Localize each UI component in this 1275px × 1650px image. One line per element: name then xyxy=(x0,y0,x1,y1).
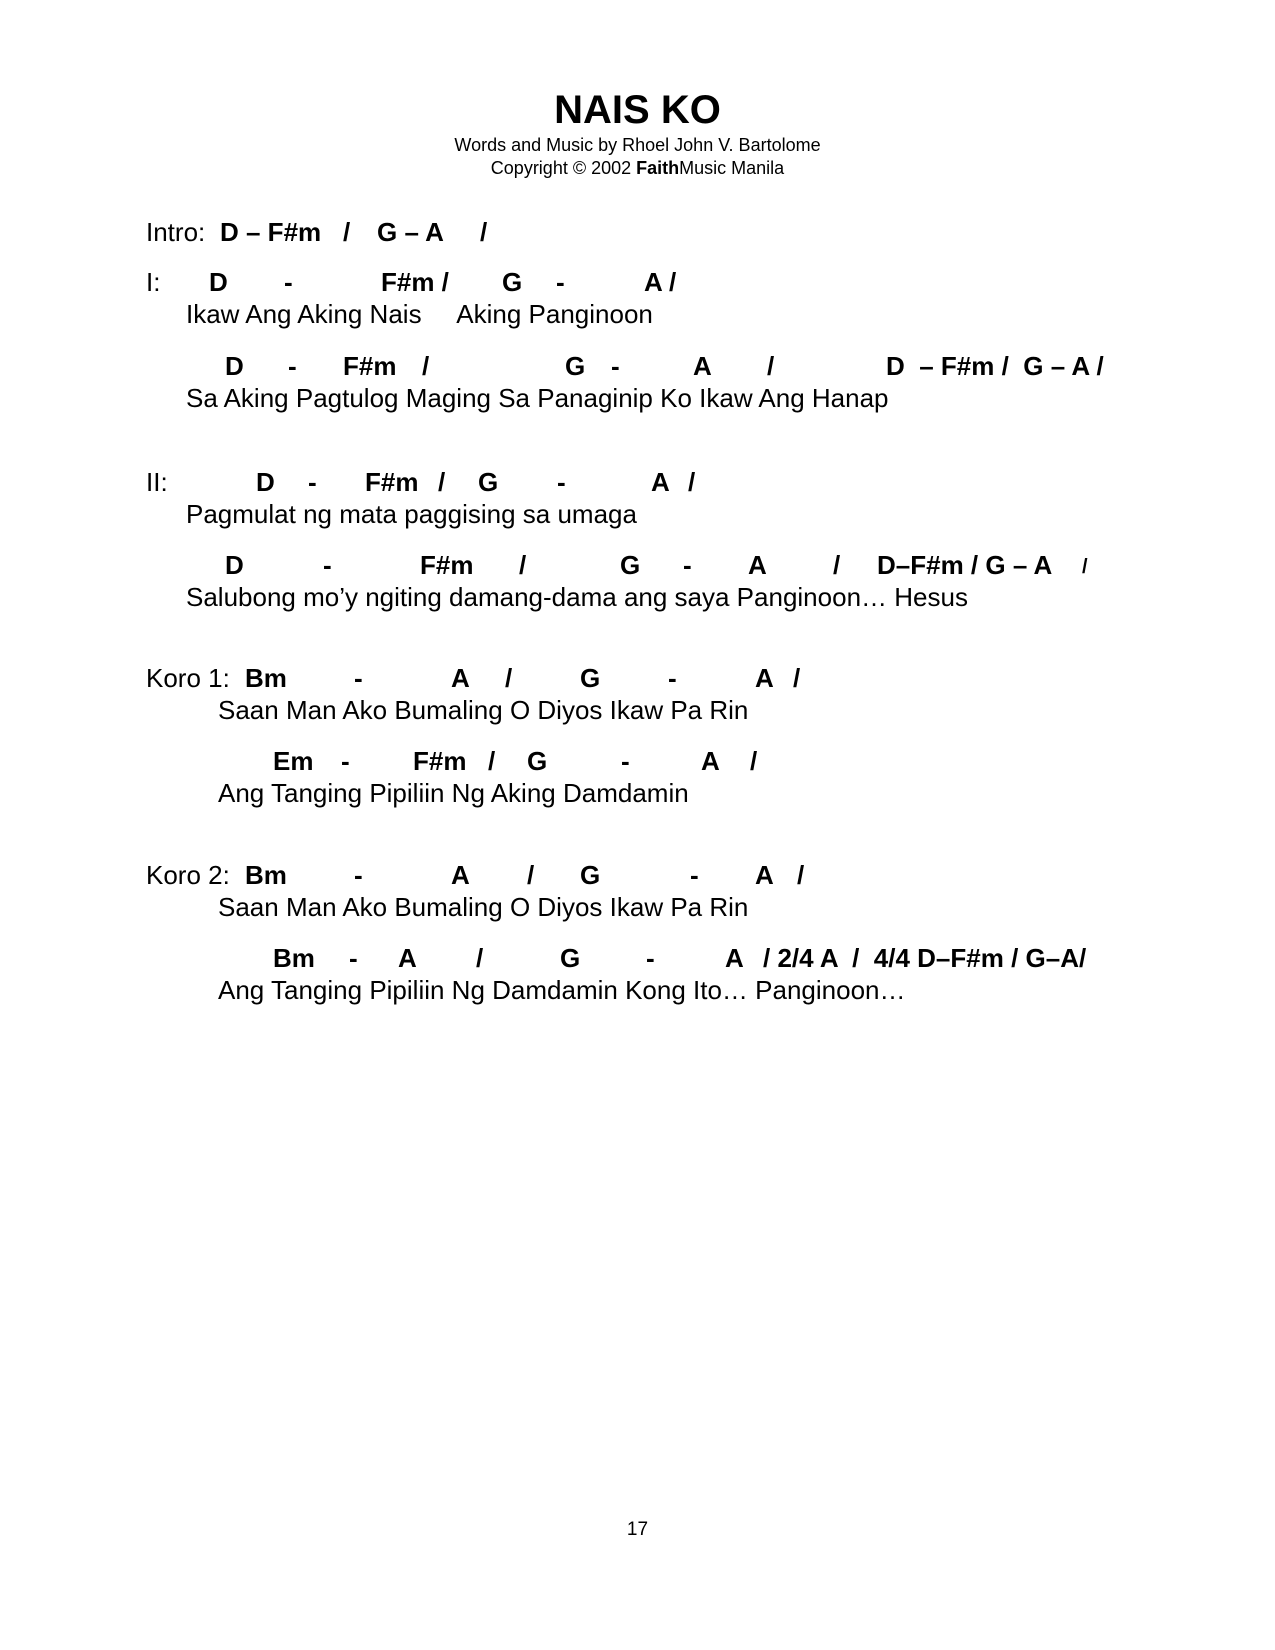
song-title: NAIS KO xyxy=(554,88,721,132)
lyric-line: Saan Man Ako Bumaling O Diyos Ikaw Pa Ri… xyxy=(218,695,749,725)
chord: Bm xyxy=(245,663,287,693)
lyric-line: Pagmulat ng mata paggising sa umaga xyxy=(186,499,637,529)
chord: Bm xyxy=(273,943,315,973)
chord: / xyxy=(476,943,484,973)
copyright-prefix: Copyright © 2002 xyxy=(490,158,637,178)
chord: / xyxy=(519,550,527,580)
chord: G xyxy=(527,746,548,776)
chord: F#m xyxy=(413,746,467,776)
chord: - xyxy=(690,860,699,890)
chord: D xyxy=(225,351,244,381)
chord: G xyxy=(620,550,641,580)
song-credit: Words and Music by Rhoel John V. Bartolo… xyxy=(454,135,821,155)
chord: G xyxy=(560,943,581,973)
chord: - xyxy=(341,746,350,776)
chord: Em xyxy=(273,746,314,776)
lyric-line: Saan Man Ako Bumaling O Diyos Ikaw Pa Ri… xyxy=(218,892,749,922)
song-copyright: Copyright © 2002 FaithMusic Manila xyxy=(0,159,1275,177)
chord: - xyxy=(621,746,630,776)
chord: A xyxy=(651,467,670,497)
chord: - xyxy=(284,267,293,297)
chord: / 2/4 A / 4/4 D–F#m / G–A/ xyxy=(763,943,1087,973)
chord: D xyxy=(256,467,275,497)
chord: - xyxy=(683,550,692,580)
chord: - xyxy=(354,860,363,890)
chord: G xyxy=(565,351,586,381)
chord: A / xyxy=(644,267,677,297)
chord: / xyxy=(480,217,488,247)
chord: D – F#m / G – A / xyxy=(886,351,1104,381)
chord: / xyxy=(750,746,758,776)
lyric-line: Ang Tanging Pipiliin Ng Damdamin Kong It… xyxy=(218,975,906,1005)
chord: - xyxy=(646,943,655,973)
chord: - xyxy=(288,351,297,381)
chord: A xyxy=(693,351,712,381)
chord: / xyxy=(767,351,775,381)
lyric-line: Sa Aking Pagtulog Maging Sa Panaginip Ko… xyxy=(186,383,889,413)
chord: / xyxy=(833,550,841,580)
chord: / xyxy=(505,663,513,693)
chord: - xyxy=(308,467,317,497)
lyric-line: Ikaw Ang Aking Nais Aking Panginoon xyxy=(186,299,653,329)
chord: G xyxy=(478,467,499,497)
chord: G xyxy=(502,267,523,297)
chord: A xyxy=(451,860,470,890)
chord: / xyxy=(438,467,446,497)
chord: / xyxy=(1082,556,1088,578)
chord: / xyxy=(793,663,801,693)
lyric-line: Salubong mo’y ngiting damang-dama ang sa… xyxy=(186,582,968,612)
chord: - xyxy=(349,943,358,973)
chord: / xyxy=(688,467,696,497)
chord: A xyxy=(398,943,417,973)
copyright-brand: Faith xyxy=(636,158,680,178)
chord: - xyxy=(668,663,677,693)
chord: D–F#m / G – A xyxy=(877,550,1053,580)
chord: D – F#m xyxy=(220,217,322,247)
chord: / xyxy=(797,860,805,890)
chord: G xyxy=(580,860,601,890)
intro-label: Intro: xyxy=(146,217,213,247)
chord: - xyxy=(354,663,363,693)
copyright-suffix: Music Manila xyxy=(679,158,785,178)
chord: F#m xyxy=(343,351,397,381)
chord: / xyxy=(488,746,496,776)
chord: D xyxy=(209,267,228,297)
lyric-line: Ang Tanging Pipiliin Ng Aking Damdamin xyxy=(218,778,689,808)
chord: - xyxy=(611,351,620,381)
verse2-label: II: xyxy=(146,467,168,497)
chord: / xyxy=(527,860,535,890)
chord: A xyxy=(451,663,470,693)
chord: G – A xyxy=(377,217,444,247)
chord: F#m xyxy=(365,467,419,497)
chord: A xyxy=(701,746,720,776)
chord: A xyxy=(755,860,774,890)
chord: A xyxy=(755,663,774,693)
chord: A xyxy=(748,550,767,580)
chord: F#m / xyxy=(381,267,449,297)
page-number: 17 xyxy=(626,1519,649,1540)
chord: Bm xyxy=(245,860,287,890)
chord: - xyxy=(323,550,332,580)
koro2-label: Koro 2: xyxy=(146,860,238,890)
chord: G xyxy=(580,663,601,693)
koro1-label: Koro 1: xyxy=(146,663,238,693)
chord: - xyxy=(557,467,566,497)
chord: - xyxy=(556,267,565,297)
chord: F#m xyxy=(420,550,474,580)
chord: / xyxy=(422,351,430,381)
chord: / xyxy=(343,217,351,247)
chord: A xyxy=(725,943,744,973)
chord: D xyxy=(225,550,244,580)
verse1-label: I: xyxy=(146,267,161,297)
